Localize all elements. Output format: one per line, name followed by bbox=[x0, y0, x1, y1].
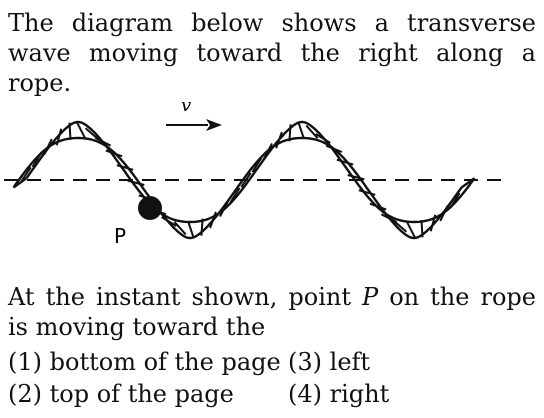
choice-1[interactable]: (1) bottom of the page bbox=[8, 347, 281, 377]
rope-hatch bbox=[288, 124, 292, 142]
choice-4-text: right bbox=[329, 380, 390, 408]
rope-hatch bbox=[209, 211, 217, 229]
wave-diagram: v P bbox=[4, 95, 504, 248]
choice-3[interactable]: (3) left bbox=[288, 347, 370, 377]
choice-1-number: (1) bbox=[8, 348, 42, 376]
rope-edge-upper bbox=[25, 120, 476, 224]
rope-hatch bbox=[116, 164, 134, 171]
rope-hatch bbox=[305, 124, 319, 139]
question-text: At the instant shown, point P on the rop… bbox=[8, 282, 536, 342]
rope-hatch bbox=[263, 143, 273, 160]
question-point: P bbox=[362, 283, 379, 311]
rope-hatch bbox=[325, 144, 343, 153]
choice-4-number: (4) bbox=[288, 380, 322, 408]
rope-hatch bbox=[187, 221, 195, 239]
rope-hatch bbox=[358, 189, 376, 196]
rope-hatch bbox=[20, 166, 32, 183]
rope-end-right bbox=[460, 177, 476, 189]
rope bbox=[12, 120, 476, 240]
question-after: on the rope is moving toward the bbox=[8, 283, 536, 341]
rope-hatch bbox=[420, 220, 424, 238]
intro-text: The diagram below shows a transverse wav… bbox=[8, 9, 536, 97]
rope-hatch bbox=[161, 216, 177, 227]
rope-hatch bbox=[297, 121, 305, 139]
rope-hatch bbox=[127, 179, 145, 186]
question-before: At the instant shown, point bbox=[8, 283, 363, 311]
rope-hatch bbox=[68, 122, 72, 140]
choice-3-text: left bbox=[329, 348, 371, 376]
rope-hatch bbox=[76, 122, 86, 139]
rope-hatch bbox=[347, 174, 365, 181]
rope-hatch bbox=[251, 157, 263, 173]
velocity-label: v bbox=[181, 95, 191, 116]
rope-hatch bbox=[429, 214, 437, 232]
rope-hatch bbox=[369, 202, 387, 211]
rope-hatch bbox=[173, 221, 187, 236]
rope-hatch bbox=[336, 158, 354, 166]
choice-4[interactable]: (4) right bbox=[288, 379, 389, 409]
choice-2-number: (2) bbox=[8, 380, 42, 408]
rope-hatch bbox=[240, 172, 252, 188]
choice-2[interactable]: (2) top of the page bbox=[8, 379, 234, 409]
rope-hatch bbox=[200, 218, 204, 236]
rope-edge-lower bbox=[12, 136, 463, 240]
rope-hatch bbox=[43, 138, 53, 155]
rope-hatch bbox=[219, 200, 229, 217]
rope-hatch bbox=[406, 221, 416, 238]
rope-hatch bbox=[105, 149, 123, 158]
rope-hatch bbox=[315, 133, 331, 144]
velocity-arrow bbox=[166, 119, 222, 131]
rope-hatch bbox=[275, 131, 283, 149]
rope-hatch bbox=[31, 151, 43, 168]
rope-hatch bbox=[392, 219, 408, 233]
point-p-marker bbox=[138, 196, 162, 220]
rope-end-left bbox=[12, 177, 28, 189]
rope-hatch bbox=[439, 205, 449, 222]
rope-hatch bbox=[449, 192, 461, 209]
rope-hatch bbox=[229, 187, 241, 203]
choice-1-text: bottom of the page bbox=[49, 348, 281, 376]
rope-hatch bbox=[55, 128, 63, 146]
rope-hatch bbox=[94, 137, 112, 147]
point-p-label: P bbox=[114, 224, 126, 248]
choice-2-text: top of the page bbox=[49, 380, 234, 408]
choice-3-number: (3) bbox=[288, 348, 322, 376]
